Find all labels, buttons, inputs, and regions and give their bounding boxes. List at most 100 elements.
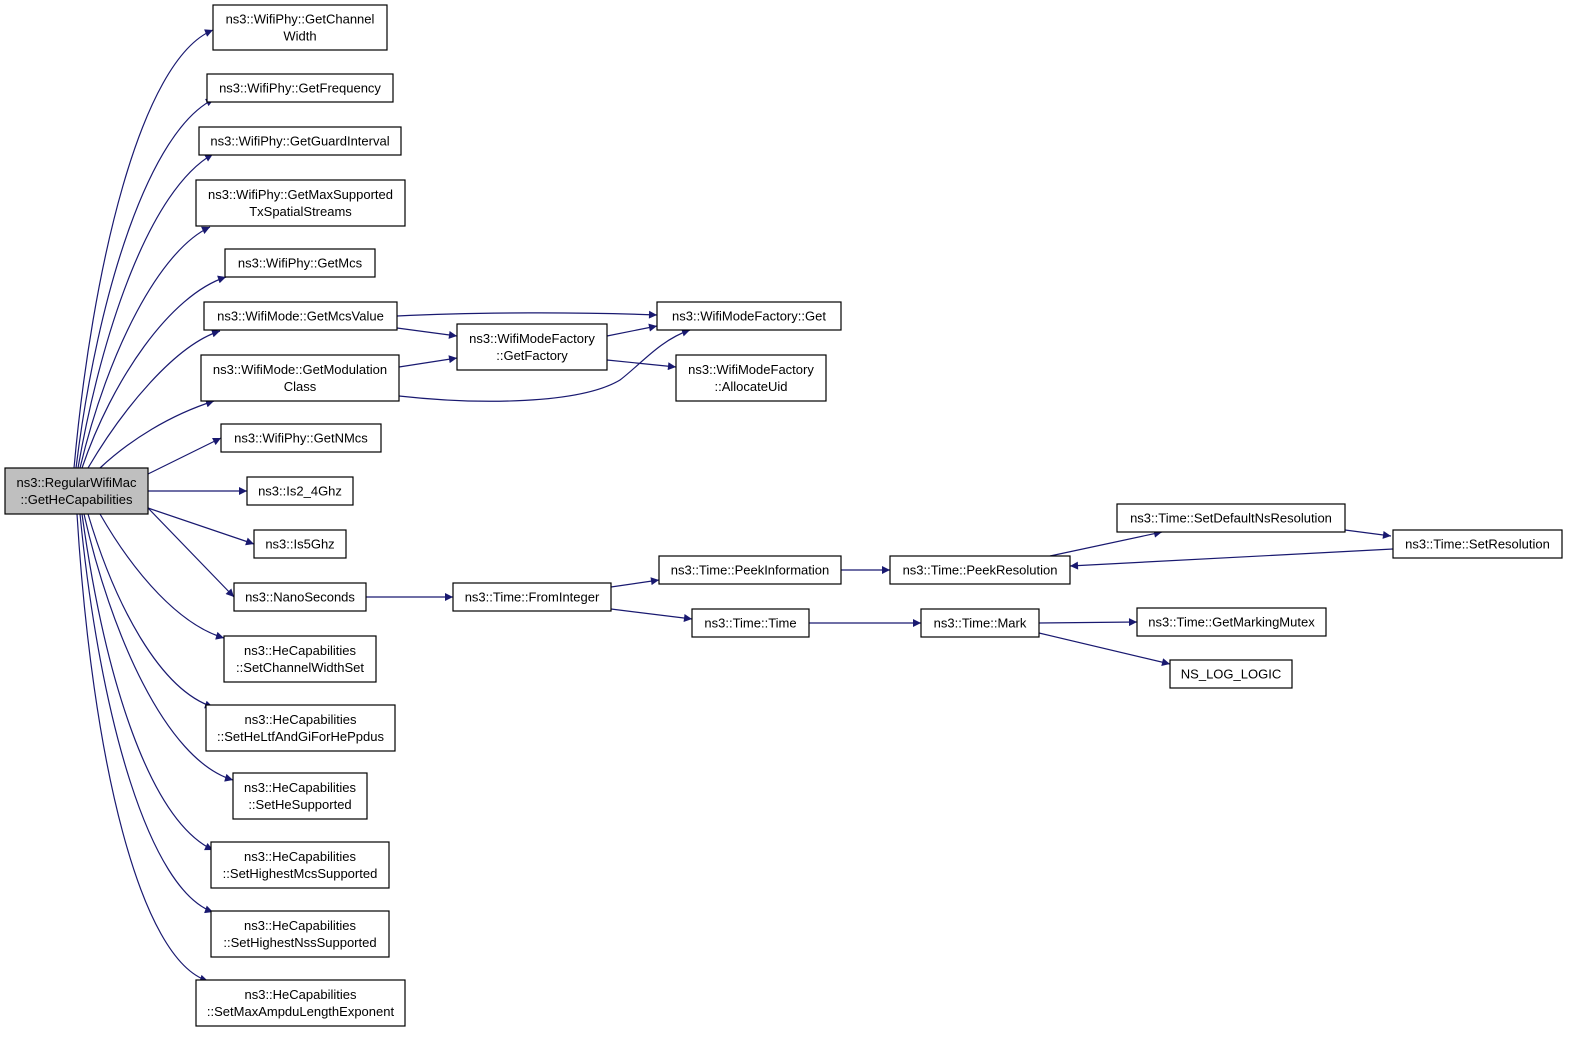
node-label: ns3::HeCapabilities	[244, 643, 357, 658]
edge-line	[1038, 632, 1171, 667]
node-box	[233, 582, 367, 612]
node-is2-4-ghz[interactable]: ns3::Is2_4Ghz	[246, 476, 354, 506]
node-get-frequency[interactable]: ns3::WifiPhy::GetFrequency	[206, 73, 394, 103]
edge-root-to-get-frequency	[75, 98, 215, 469]
edge-get-factory-to-factory-get	[606, 323, 658, 337]
node-set-highest-nss[interactable]: ns3::HeCapabilities::SetHighestNssSuppor…	[210, 910, 390, 958]
node-box	[691, 608, 810, 638]
node-peek-resolution[interactable]: ns3::Time::PeekResolution	[889, 555, 1071, 585]
node-set-default-ns-resolution[interactable]: ns3::Time::SetDefaultNsResolution	[1116, 503, 1346, 533]
node-get-mcs[interactable]: ns3::WifiPhy::GetMcs	[224, 248, 376, 278]
edge-mark-to-ns-log-logic	[1038, 632, 1171, 667]
node-label: ::SetHeLtfAndGiForHePpdus	[217, 729, 384, 744]
node-label: ns3::WifiPhy::GetNMcs	[234, 431, 368, 446]
node-box	[1392, 529, 1563, 559]
node-set-resolution[interactable]: ns3::Time::SetResolution	[1392, 529, 1563, 559]
edge-peek-resolution-to-set-default-ns-resolution	[1049, 529, 1163, 557]
node-set-channel-width-set[interactable]: ns3::HeCapabilities::SetChannelWidthSet	[223, 635, 377, 683]
edge-root-to-set-highest-nss	[79, 513, 214, 914]
node-label: NS_LOG_LOGIC	[1181, 667, 1281, 682]
node-set-he-ltf[interactable]: ns3::HeCapabilities::SetHeLtfAndGiForHeP…	[205, 704, 396, 752]
node-box	[1136, 607, 1327, 637]
node-factory-get[interactable]: ns3::WifiModeFactory::Get	[656, 301, 842, 331]
node-box	[675, 354, 827, 402]
edge-root-to-set-highest-mcs	[81, 513, 214, 851]
edge-line	[77, 153, 214, 469]
edge-get-mcs-value-to-factory-get	[396, 310, 658, 319]
edge-line	[398, 328, 691, 402]
edge-line	[99, 513, 225, 640]
edge-root-to-get-guard-interval	[77, 153, 214, 469]
node-box	[200, 354, 400, 402]
node-get-factory[interactable]: ns3::WifiModeFactory::GetFactory	[456, 323, 608, 371]
node-root[interactable]: ns3::RegularWifiMac::GetHeCapabilities	[4, 467, 149, 515]
edge-line	[81, 275, 227, 469]
node-box	[246, 476, 354, 506]
node-label: ns3::HeCapabilities	[244, 987, 357, 1002]
node-ns-log-logic[interactable]: NS_LOG_LOGIC	[1169, 659, 1293, 689]
edge-line	[147, 437, 222, 475]
edge-line	[610, 577, 660, 588]
edge-root-to-nano-seconds	[147, 507, 235, 598]
node-set-he-supported[interactable]: ns3::HeCapabilities::SetHeSupported	[232, 772, 368, 820]
node-box	[452, 582, 612, 612]
edge-root-to-get-channel-width	[73, 29, 214, 469]
node-label: ns3::WifiModeFactory	[469, 331, 595, 346]
edge-line	[398, 355, 458, 368]
node-peek-information[interactable]: ns3::Time::PeekInformation	[658, 555, 842, 585]
node-label: Width	[283, 29, 316, 44]
node-get-guard-interval[interactable]: ns3::WifiPhy::GetGuardInterval	[198, 126, 402, 156]
node-box	[210, 910, 390, 958]
node-get-mcs-value[interactable]: ns3::WifiMode::GetMcsValue	[203, 301, 398, 331]
node-time-time[interactable]: ns3::Time::Time	[691, 608, 810, 638]
edge-line	[81, 513, 214, 851]
node-box	[232, 772, 368, 820]
edge-root-to-set-he-ltf	[87, 513, 214, 709]
node-nano-seconds[interactable]: ns3::NanoSeconds	[233, 582, 367, 612]
edge-root-to-set-max-ampdu	[76, 513, 209, 983]
node-get-max-supported[interactable]: ns3::WifiPhy::GetMaxSupportedTxSpatialSt…	[195, 179, 406, 227]
node-label: ns3::WifiPhy::GetMcs	[238, 256, 363, 271]
edges-layer	[73, 29, 1394, 983]
node-set-max-ampdu[interactable]: ns3::HeCapabilities::SetMaxAmpduLengthEx…	[195, 979, 406, 1027]
node-box	[195, 179, 406, 227]
node-allocate-uid[interactable]: ns3::WifiModeFactory::AllocateUid	[675, 354, 827, 402]
edge-mark-to-get-marking-mutex	[1038, 618, 1138, 627]
node-get-marking-mutex[interactable]: ns3::Time::GetMarkingMutex	[1136, 607, 1327, 637]
node-label: ns3::WifiMode::GetMcsValue	[217, 309, 384, 324]
node-label: ns3::Time::SetDefaultNsResolution	[1130, 511, 1332, 526]
node-label: ::SetChannelWidthSet	[236, 660, 364, 675]
edge-root-to-get-max-supported	[79, 226, 211, 469]
node-set-highest-mcs[interactable]: ns3::HeCapabilities::SetHighestMcsSuppor…	[210, 841, 390, 889]
node-label: ns3::Is5Ghz	[265, 537, 334, 552]
node-box	[658, 555, 842, 585]
node-mark[interactable]: ns3::Time::Mark	[920, 608, 1040, 638]
edge-get-modulation-class-to-factory-get	[398, 328, 691, 402]
node-label: ns3::Time::Time	[704, 616, 796, 631]
node-from-integer[interactable]: ns3::Time::FromInteger	[452, 582, 612, 612]
node-label: ns3::HeCapabilities	[244, 780, 357, 795]
node-label: ::GetFactory	[496, 348, 568, 363]
node-box	[1116, 503, 1346, 533]
node-box	[656, 301, 842, 331]
edge-line	[87, 329, 221, 469]
node-get-nmcs[interactable]: ns3::WifiPhy::GetNMcs	[220, 423, 382, 453]
node-box	[212, 4, 388, 51]
node-is5-ghz[interactable]: ns3::Is5Ghz	[253, 529, 347, 559]
edge-line	[1049, 529, 1163, 557]
node-label: ns3::Time::FromInteger	[465, 590, 600, 605]
node-box	[195, 979, 406, 1027]
edge-line	[79, 226, 211, 469]
node-label: ns3::Time::Mark	[934, 616, 1027, 631]
edge-line	[147, 507, 255, 546]
node-label: ns3::Is2_4Ghz	[258, 484, 342, 499]
edge-line	[1069, 548, 1394, 570]
node-box	[1169, 659, 1293, 689]
edge-line	[79, 513, 214, 914]
node-label: ::SetMaxAmpduLengthExponent	[207, 1004, 395, 1019]
node-label: ns3::Time::SetResolution	[1405, 537, 1550, 552]
edge-root-to-get-modulation-class	[99, 399, 215, 469]
node-label: ::GetHeCapabilities	[21, 492, 133, 507]
